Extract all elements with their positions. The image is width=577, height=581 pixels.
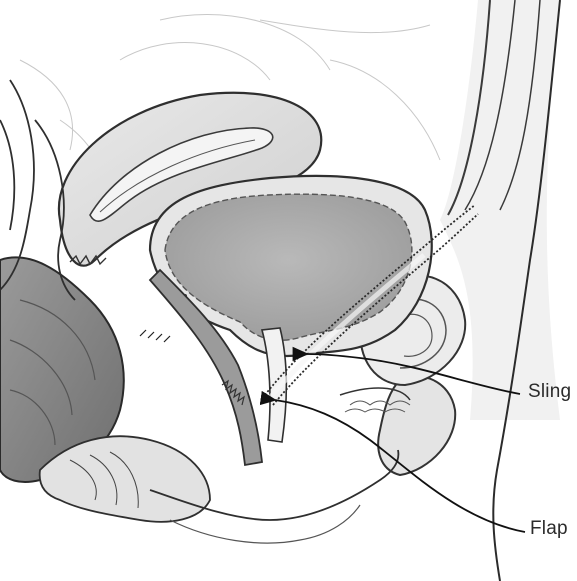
flap-stitches: [140, 330, 170, 342]
sling-label: Sling: [528, 381, 571, 403]
abdominal-wall: [440, 0, 560, 581]
flap-label: Flap: [530, 518, 568, 540]
perineum: [40, 436, 399, 543]
